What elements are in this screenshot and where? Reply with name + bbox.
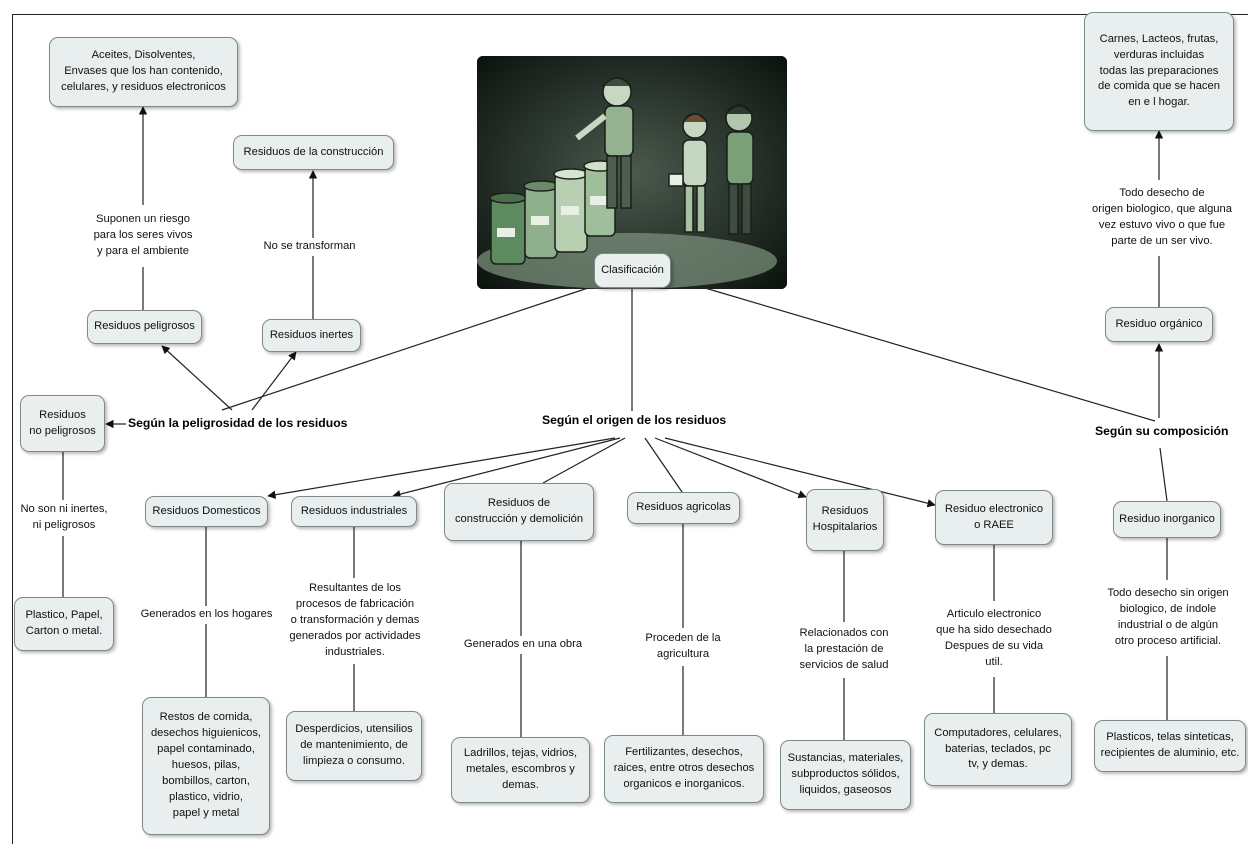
label-peligrosos-description: Suponen un riesgo para los seres vivos y… — [74, 205, 212, 267]
root-label: Clasificación — [601, 263, 664, 276]
label-industriales-description: Resultantes de los procesos de fabricaci… — [280, 578, 430, 664]
node-residuo-inorganico: Residuo inorganico — [1113, 501, 1221, 538]
link-to-agricolas — [644, 437, 683, 493]
link-to-construccion — [542, 437, 626, 484]
node-residuos-domesticos: Residuos Domesticos — [145, 496, 268, 527]
root-node-clasificacion: Clasificación — [594, 253, 671, 288]
label-agricolas-description: Proceden de la agricultura — [630, 628, 736, 666]
node-industriales-examples: Desperdicios, utensilios de mantenimient… — [286, 711, 422, 781]
link-composicion-inorganico — [1159, 447, 1168, 502]
node-residuos-inertes: Residuos inertes — [262, 319, 361, 352]
node-peligrosos-examples: Aceites, Disolventes, Envases que los ha… — [49, 37, 238, 107]
node-electronico-examples: Computadores, celulares, baterias, tecla… — [924, 713, 1072, 786]
node-inorganico-examples: Plasticos, telas sinteticas, recipientes… — [1094, 720, 1246, 772]
arrow-to-electronico — [664, 437, 936, 508]
label-inorganico-description: Todo desecho sin origen biologico, de ín… — [1098, 580, 1238, 656]
node-inertes-examples: Residuos de la construcción — [233, 135, 394, 170]
node-residuos-no-peligrosos: Residuos no peligrosos — [20, 395, 105, 452]
diagram-frame — [12, 14, 1248, 844]
arrow-to-domesticos — [267, 437, 616, 499]
label-construccion-description: Generados en una obra — [458, 636, 588, 654]
category-composicion: Según su composición — [1093, 424, 1231, 438]
label-electronico-description: Articulo electronico que ha sido desecha… — [921, 601, 1067, 677]
recycling-illustration — [477, 56, 787, 289]
node-organico-examples: Carnes, Lacteos, frutas, verduras inclui… — [1084, 12, 1234, 131]
node-residuo-electronico: Residuo electronico o RAEE — [935, 490, 1053, 545]
node-agricolas-examples: Fertilizantes, desechos, raices, entre o… — [604, 735, 764, 803]
node-residuos-agricolas: Residuos agricolas — [627, 492, 740, 524]
node-construccion-examples: Ladrillos, tejas, vidrios, metales, esco… — [451, 737, 590, 803]
category-origen: Según el origen de los residuos — [540, 413, 729, 427]
link-root-peligrosidad — [221, 287, 589, 411]
node-residuo-organico: Residuo orgánico — [1105, 307, 1213, 342]
node-residuos-construccion: Residuos de construcción y demolición — [444, 483, 594, 541]
category-peligrosidad: Según la peligrosidad de los residuos — [126, 416, 350, 430]
label-domesticos-description: Generados en los hogares — [135, 606, 278, 624]
arrow-to-industriales — [392, 437, 621, 499]
node-no-peligrosos-examples: Plastico, Papel, Carton o metal. — [14, 597, 114, 651]
arrow-to-inertes — [251, 351, 297, 411]
label-hospitalarios-description: Relacionados con la prestación de servic… — [786, 622, 902, 678]
node-hospitalarios-examples: Sustancias, materiales, subproductos sól… — [780, 740, 911, 810]
node-residuos-peligrosos: Residuos peligrosos — [87, 310, 202, 344]
node-residuos-hospitalarios: Residuos Hospitalarios — [806, 489, 884, 551]
node-domesticos-examples: Restos de comida, desechos higuienicos, … — [142, 697, 270, 835]
arrow-to-peligrosos — [161, 345, 233, 411]
label-organico-description: Todo desecho de origen biologico, que al… — [1083, 180, 1241, 256]
link-root-composicion — [704, 287, 1156, 422]
label-no-peligrosos-description: No son ni inertes, ni peligrosos — [14, 500, 114, 536]
node-residuos-industriales: Residuos industriales — [291, 496, 417, 527]
arrow-to-hospitalarios — [654, 437, 807, 499]
label-inertes-description: No se transforman — [253, 238, 366, 256]
